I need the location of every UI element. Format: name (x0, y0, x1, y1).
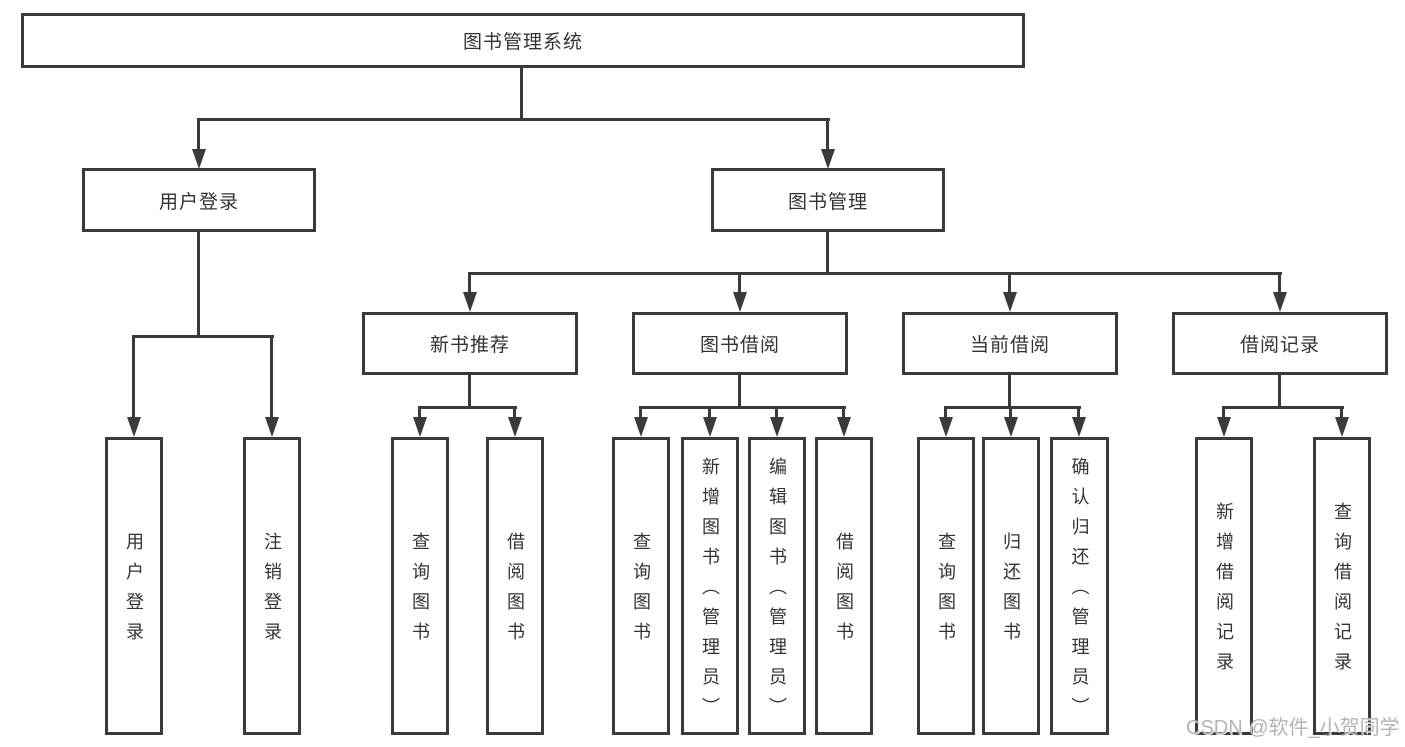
arrowhead-down-icon (733, 292, 747, 312)
leaf-query-books-current-label: 查询图书 (936, 532, 956, 652)
connector-user-login-drop (197, 232, 200, 335)
arrowhead-down-icon (1072, 417, 1086, 437)
leaf-user-login-label: 用户登录 (124, 532, 144, 652)
leaf-borrow-books-recommend-label: 借阅图书 (505, 532, 525, 652)
arrowhead-down-icon (508, 417, 522, 437)
leaf-add-borrow-record: 新增借阅记录 (1195, 437, 1253, 735)
node-book-borrow: 图书借阅 (632, 312, 848, 375)
arrowhead-down-icon (192, 149, 206, 169)
connector-new-book-drop (468, 375, 471, 406)
leaf-edit-book-admin-label: 编辑图书（管理员） (767, 457, 787, 727)
connector-leaf-stub (418, 406, 421, 417)
connector-level2-rail (197, 118, 830, 121)
connector-borrow-records-stub (1278, 272, 1281, 292)
node-current-borrow-label: 当前借阅 (969, 335, 1050, 356)
leaf-edit-book-admin: 编辑图书（管理员） (748, 437, 806, 735)
arrowhead-down-icon (463, 292, 477, 312)
connector-leaf-logout-stub (270, 335, 273, 417)
arrowhead-down-icon (703, 417, 717, 437)
node-borrow-records: 借阅记录 (1172, 312, 1388, 375)
node-user-login-branch-label: 用户登录 (158, 191, 239, 213)
node-book-borrow-label: 图书借阅 (699, 335, 780, 356)
arrowhead-down-icon (1273, 292, 1287, 312)
arrowhead-down-icon (1004, 417, 1018, 437)
leaf-return-books-label: 归还图书 (1001, 532, 1021, 652)
leaf-borrow-books-borrow: 借阅图书 (815, 437, 873, 735)
node-new-book-recommend: 新书推荐 (362, 312, 578, 375)
connector-leaf-stub (708, 406, 711, 417)
connector-current-borrow-rail (944, 406, 1081, 409)
leaf-query-borrow-record: 查询借阅记录 (1313, 437, 1371, 735)
node-book-management-branch: 图书管理 (711, 168, 945, 232)
leaf-query-books-recommend-label: 查询图书 (410, 532, 430, 652)
arrowhead-down-icon (413, 417, 427, 437)
leaf-query-books-current: 查询图书 (917, 437, 975, 735)
connector-leaf-stub (1222, 406, 1225, 417)
leaf-query-borrow-record-label: 查询借阅记录 (1332, 502, 1352, 682)
connector-leaf-stub (639, 406, 642, 417)
node-book-management-branch-label: 图书管理 (787, 191, 868, 213)
connector-current-borrow-stub (1008, 272, 1011, 292)
connector-current-borrow-drop (1008, 375, 1011, 406)
connector-borrow-records-rail (1222, 406, 1344, 409)
arrowhead-down-icon (265, 417, 279, 437)
connector-leaf-stub (842, 406, 845, 417)
arrowhead-down-icon (837, 417, 851, 437)
leaf-logout-label: 注销登录 (262, 532, 282, 652)
connector-leaf-stub (775, 406, 778, 417)
node-current-borrow: 当前借阅 (902, 312, 1118, 375)
leaf-confirm-return-admin: 确认归还（管理员） (1050, 437, 1109, 735)
arrowhead-down-icon (127, 417, 141, 437)
leaf-borrow-books-borrow-label: 借阅图书 (834, 532, 854, 652)
connector-new-book-rail (418, 406, 517, 409)
connector-level3-rail (468, 272, 1282, 275)
leaf-user-login: 用户登录 (105, 437, 163, 735)
connector-leaf-stub (1009, 406, 1012, 417)
connector-book-borrow-rail (639, 406, 846, 409)
arrowhead-down-icon (1003, 292, 1017, 312)
arrowhead-down-icon (1335, 417, 1349, 437)
leaf-borrow-books-recommend: 借阅图书 (486, 437, 544, 735)
connector-user-login-stub (197, 118, 200, 149)
connector-leaf-user-login-stub (132, 335, 135, 417)
connector-leaf-stub (513, 406, 516, 417)
connector-borrow-records-drop (1278, 375, 1281, 406)
leaf-add-borrow-record-label: 新增借阅记录 (1214, 502, 1234, 682)
arrowhead-down-icon (821, 149, 835, 169)
leaf-query-books-borrow-label: 查询图书 (631, 532, 651, 652)
connector-root-drop (520, 68, 523, 118)
leaf-query-books-recommend: 查询图书 (391, 437, 449, 735)
connector-user-login-rail (132, 335, 274, 338)
arrowhead-down-icon (939, 417, 953, 437)
arrowhead-down-icon (1217, 417, 1231, 437)
node-borrow-records-label: 借阅记录 (1239, 335, 1320, 356)
connector-book-borrow-stub (738, 272, 741, 292)
leaf-add-book-admin: 新增图书（管理员） (681, 437, 739, 735)
csdn-watermark: CSDN @软件_小贺同学 (1186, 717, 1400, 739)
arrowhead-down-icon (634, 417, 648, 437)
connector-new-book-stub (468, 272, 471, 292)
leaf-confirm-return-admin-label: 确认归还（管理员） (1069, 457, 1090, 727)
connector-book-mgmt-drop (826, 232, 829, 272)
leaf-query-books-borrow: 查询图书 (612, 437, 670, 735)
connector-leaf-stub (1340, 406, 1343, 417)
node-root: 图书管理系统 (21, 13, 1025, 68)
connector-leaf-stub (944, 406, 947, 417)
leaf-add-book-admin-label: 新增图书（管理员） (700, 457, 720, 727)
node-new-book-recommend-label: 新书推荐 (429, 335, 510, 356)
node-root-label: 图书管理系统 (462, 32, 583, 53)
leaf-return-books: 归还图书 (982, 437, 1040, 735)
connector-book-borrow-drop (738, 375, 741, 406)
arrowhead-down-icon (770, 417, 784, 437)
connector-book-mgmt-stub (826, 118, 829, 149)
connector-leaf-stub (1077, 406, 1080, 417)
leaf-logout: 注销登录 (243, 437, 301, 735)
node-user-login-branch: 用户登录 (82, 168, 316, 232)
